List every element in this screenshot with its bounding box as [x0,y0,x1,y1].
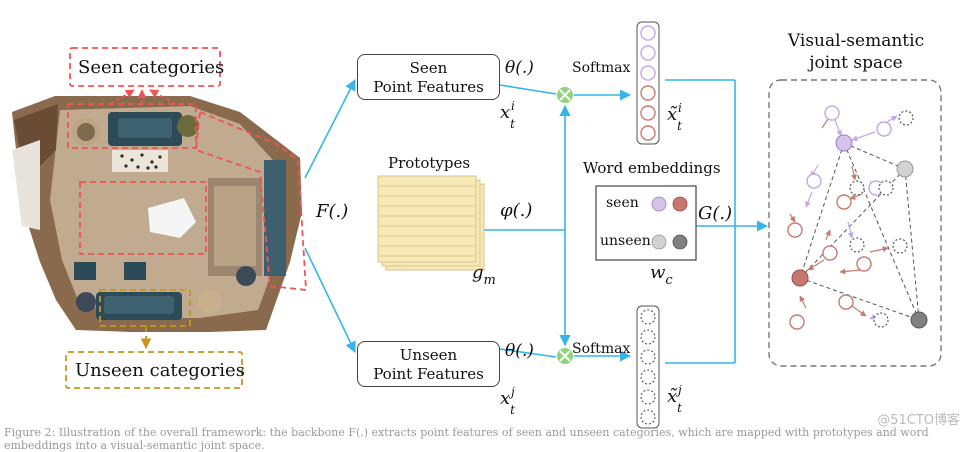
unseen-class-anchor-darkgray [910,311,928,329]
unseen-output-var: x̃tj [667,383,686,415]
seen-softmax-circle [640,85,656,101]
seen-output-var-sub: t [677,119,682,133]
word-embedding-unseen-label: unseen [600,233,651,249]
unseen-embedding-darkgray [672,234,688,250]
unseen-class-anchor-lightgray [896,160,914,178]
unseen-softmax-circle [640,349,656,365]
seen-softmax-circle [640,125,656,141]
word-embeddings-title: Word embeddings [583,159,721,177]
word-embedding-var-sub: c [665,273,673,288]
seen-label-box [69,47,221,87]
seen-output-var: x̃ti [667,101,686,133]
unseen-output-var-sup: j [677,383,682,397]
seen-output-var-sup: i [677,101,682,115]
seen-softmax-circle [640,65,656,81]
unseen-softmax-label: Softmax [572,341,631,357]
unseen-multiply-operator [557,348,573,364]
unseen-feature-var: xtj [500,385,519,417]
seen-feature-var-sup: i [510,99,515,113]
prototypes-var-name: g [472,262,484,283]
unseen-label-box [65,351,243,389]
prototypes-title: Prototypes [388,154,471,172]
unseen-softmax-outputs [640,309,656,425]
seen-pointer-arrows [109,89,177,105]
prototypes-var-sub: m [483,273,496,288]
unseen-embedding-lightgray [651,234,667,250]
room-scene-image [12,96,302,332]
unseen-softmax-circle [640,309,656,325]
seen-softmax-circle [640,45,656,61]
joint-space-dashed-points [849,110,914,328]
unseen-feature-var-sup: j [510,385,515,399]
seen-softmax-label: Softmax [572,60,631,76]
word-embedding-var: wc [650,262,673,288]
unseen-box-line2: Point Features [373,365,484,383]
unseen-theta-label: θ(.) [505,341,534,361]
unseen-softmax-circle [640,369,656,385]
seen-class-anchor-purple [835,134,853,152]
flow-arrows [304,79,769,364]
word-embedding-function-label: G(.) [698,203,733,224]
unseen-annotations [65,289,243,389]
unseen-region-sofa [99,289,191,327]
prototypes-stack [377,175,485,271]
joint-space-edges [799,142,920,321]
joint-space-title-line2: joint space [809,53,903,73]
seen-feature-var-sub: t [510,117,515,131]
seen-output-var-name: x̃ [667,104,678,125]
unseen-point-features-box: Unseen Point Features [357,341,500,387]
backbone-function-label: F(.) [316,201,349,222]
unseen-box-line1: Unseen [399,346,458,364]
joint-space-title-line1: Visual-semantic [787,31,925,51]
unseen-feature-var-name: x [500,388,511,409]
seen-embedding-purple [651,196,667,212]
seen-softmax-circle [640,25,656,41]
seen-class-anchor-red [791,269,809,287]
figure-caption: Figure 2: Illustration of the overall fr… [4,426,929,452]
joint-space-graph [787,105,928,330]
seen-region-sofa [67,103,197,149]
watermark: @51CTO博客 [877,413,960,428]
seen-multiply-operator [557,87,573,103]
joint-space-box [768,79,942,367]
seen-box-line2: Point Features [373,78,484,96]
unseen-feature-var-sub: t [510,403,515,417]
seen-annotations [67,47,307,292]
unseen-softmax-circle [640,329,656,345]
seen-feature-var: xti [500,99,519,131]
seen-embedding-red [672,196,688,212]
joint-space-hollow-points [787,105,892,330]
word-embedding-var-name: w [650,262,666,283]
seen-box-line1: Seen [409,59,448,77]
seen-feature-var-name: x [500,102,511,123]
word-embedding-seen-label: seen [606,195,639,211]
seen-point-features-box: Seen Point Features [357,54,500,100]
diagram-canvas [12,21,942,429]
joint-space-title: Visual-semantic joint space [781,30,931,74]
unseen-softmax-circle [640,409,656,425]
framework-diagram: Seen categories Unseen categories F(.) S… [4,21,960,452]
seen-categories-label: Seen categories [78,57,225,78]
prototypes-phi-label: φ(.) [500,200,533,221]
seen-softmax-outputs [640,25,656,141]
seen-theta-label: θ(.) [505,58,534,78]
unseen-output-var-sub: t [677,401,682,415]
unseen-categories-label: Unseen categories [75,360,245,381]
prototypes-var: gm [472,262,496,288]
seen-softmax-circle [640,105,656,121]
seen-region-table [79,181,207,255]
unseen-softmax-circle [640,389,656,405]
unseen-output-var-name: x̃ [667,386,678,407]
